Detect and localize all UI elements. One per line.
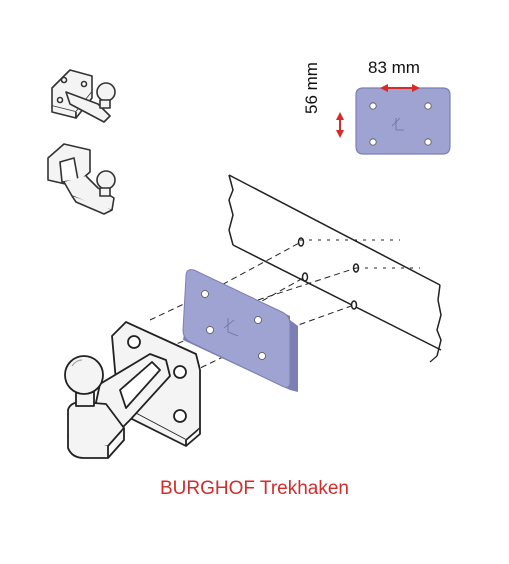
plate-hole (254, 316, 262, 324)
plate-hole (201, 290, 209, 298)
reference-hole (424, 138, 432, 146)
reference-hole (369, 138, 377, 146)
thumbnail-bracket-hitch (47, 143, 116, 215)
plate-hole (206, 326, 214, 334)
frame-hole (350, 300, 358, 310)
spacer-plate (182, 269, 298, 392)
reference-hole (369, 102, 377, 110)
reference-plate (355, 87, 451, 155)
caption: BURGHOF Trekhaken (160, 478, 349, 499)
tow-ball (64, 355, 104, 395)
plate-hole (258, 352, 266, 360)
vehicle-frame (228, 174, 442, 363)
flange-hole (127, 335, 141, 349)
tow-hitch (64, 321, 201, 459)
flange-hole (173, 409, 187, 423)
dimension-arrows (336, 84, 420, 138)
frame-hole (301, 272, 309, 282)
flange-hole (173, 365, 187, 379)
frame-hole (297, 237, 305, 247)
reference-hole (424, 102, 432, 110)
thumbnail-flange-hitch (51, 69, 116, 123)
dimension-vertical-label: 56 mm (302, 62, 321, 114)
dimension-horizontal-label: 83 mm (368, 58, 420, 77)
